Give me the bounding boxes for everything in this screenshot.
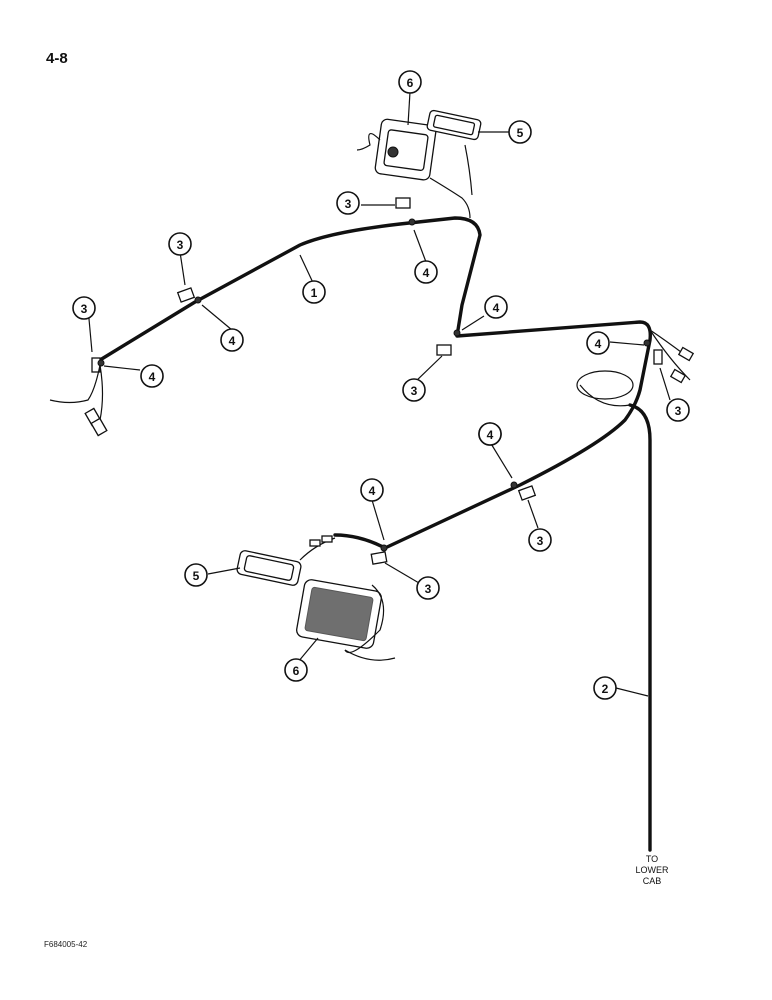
callout-label: 4 [595, 337, 602, 351]
callout-circle [140, 364, 164, 388]
right-connector-bundle [576, 329, 695, 407]
bottom-work-lamp [296, 579, 396, 661]
callout-circle [508, 120, 532, 144]
callout: 1 [302, 280, 326, 304]
figure-id: F684005-42 [44, 940, 88, 949]
bottom-marker-lamp [236, 550, 302, 586]
callout-circle [666, 398, 690, 422]
callout-label: 3 [425, 582, 432, 596]
callout-circle [478, 422, 502, 446]
callout-label: 4 [369, 484, 376, 498]
callout-circle [336, 191, 360, 215]
clamp [370, 551, 388, 565]
callout-label: 4 [493, 301, 500, 315]
callout: 4 [140, 364, 164, 388]
page-number: 4-8 [46, 50, 68, 67]
callout-label: 4 [487, 428, 494, 442]
harness-1 [98, 216, 652, 550]
callout-circle [360, 478, 384, 502]
callout-label: 3 [177, 238, 184, 252]
callout-circle [528, 528, 552, 552]
callout-label: 3 [537, 534, 544, 548]
callout-label: 4 [423, 266, 430, 280]
callout-label: 3 [345, 197, 352, 211]
tie [453, 329, 461, 337]
callout: 6 [398, 70, 422, 94]
clamp [436, 344, 452, 356]
callout: 4 [478, 422, 502, 446]
callout-label: 1 [311, 286, 318, 300]
callout: 6 [284, 658, 308, 682]
tie [194, 296, 202, 304]
callout-label: 3 [675, 404, 682, 418]
callout-label: 4 [149, 370, 156, 384]
callout-circle [302, 280, 326, 304]
callout-group: 653431443344334433562 [72, 70, 690, 700]
callout-circle [414, 260, 438, 284]
callout-label: 5 [193, 569, 200, 583]
callout: 3 [416, 576, 440, 600]
callout-circle [284, 658, 308, 682]
tie [380, 544, 388, 552]
callout-label: 2 [602, 682, 609, 696]
callout: 5 [184, 563, 208, 587]
callout: 4 [220, 328, 244, 352]
callout: 4 [360, 478, 384, 502]
callout: 4 [586, 331, 610, 355]
top-marker-lamp [426, 109, 482, 141]
callout-circle [72, 296, 96, 320]
tie [97, 359, 105, 367]
tie [510, 481, 518, 489]
callout-circle [416, 576, 440, 600]
tie [408, 218, 416, 226]
callout: 2 [593, 676, 617, 700]
callout-label: 4 [229, 334, 236, 348]
tie [643, 339, 651, 347]
clamp [517, 485, 537, 501]
harness-2 [628, 403, 652, 852]
callout-circle [402, 378, 426, 402]
callout-circle [398, 70, 422, 94]
note-line: TO [646, 854, 658, 864]
callout-circle [484, 295, 508, 319]
clamp [653, 349, 663, 365]
callout: 3 [528, 528, 552, 552]
callout-label: 6 [407, 76, 414, 90]
top-work-lamp [356, 118, 437, 181]
callout: 3 [72, 296, 96, 320]
callout-circle [168, 232, 192, 256]
callout-label: 6 [293, 664, 300, 678]
callout: 4 [484, 295, 508, 319]
callout-label: 3 [411, 384, 418, 398]
callout-label: 5 [517, 126, 524, 140]
clamp [176, 287, 196, 303]
callout: 4 [414, 260, 438, 284]
callout-circle [220, 328, 244, 352]
callout: 3 [402, 378, 426, 402]
callout-circle [593, 676, 617, 700]
note-line: LOWER [635, 865, 669, 875]
callout: 3 [168, 232, 192, 256]
callout: 5 [508, 120, 532, 144]
callout-label: 3 [81, 302, 88, 316]
callout: 3 [336, 191, 360, 215]
callout: 3 [666, 398, 690, 422]
clamp [395, 197, 411, 209]
left-connector-bundle [49, 364, 108, 437]
callout-circle [586, 331, 610, 355]
note-line: CAB [643, 876, 662, 886]
callout-circle [184, 563, 208, 587]
